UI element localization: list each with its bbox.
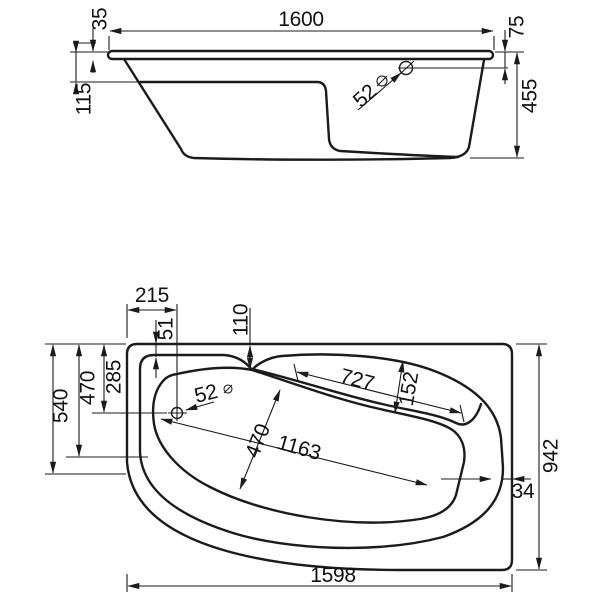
- dim-plan-drain-y: 285: [103, 360, 126, 394]
- dim-plan-shelf-length: 727: [338, 364, 377, 395]
- dim-plan-overall-length: 1598: [310, 564, 356, 587]
- dim-side-overflow-offset: 75: [506, 16, 529, 39]
- dim-plan-drain-x: 215: [135, 284, 169, 307]
- tub-rim-profile: [106, 49, 495, 61]
- dim-plan-bowl-width: 470: [241, 421, 275, 461]
- diameter-icon: [376, 75, 388, 87]
- side-elevation-view: 1600 35 115 75 455 52: [70, 8, 542, 161]
- leader-arrow: [185, 401, 215, 411]
- dim-plan-left-edge: 540: [50, 389, 73, 423]
- diameter-icon: [223, 384, 233, 394]
- dim-plan-bowl-length: 1163: [275, 431, 324, 465]
- dim-plan-left-470: 470: [77, 371, 100, 405]
- dim-line: [160, 418, 428, 486]
- dim-line: [393, 360, 405, 414]
- dim-plan-drain-diameter: 52: [192, 380, 220, 408]
- dim-plan-overall-width: 942: [540, 439, 563, 473]
- rim-contour: [138, 353, 505, 550]
- dim-line: [296, 371, 462, 414]
- outer-footprint: [125, 342, 514, 572]
- dim-side-height: 455: [519, 79, 542, 113]
- dim-plan-saddle: 110: [230, 304, 253, 337]
- dim-plan-rim-inset: 51: [155, 318, 178, 341]
- leader-line: [399, 60, 415, 75]
- ext-line: [459, 404, 465, 423]
- dim-plan-edge-gap: 34: [512, 480, 535, 503]
- tub-inner-step: [138, 80, 460, 159]
- dim-side-overflow-diameter: 52: [349, 80, 381, 112]
- dim-side-overall-length: 1600: [278, 8, 324, 31]
- dim-side-ledge-depth: 115: [73, 83, 96, 116]
- plan-view: 215 51 110 285 470 540 727 152: [45, 284, 563, 592]
- leader-arrow: [357, 72, 402, 111]
- tub-body-outline: [122, 57, 486, 161]
- dim-side-rim-thickness: 35: [89, 8, 112, 31]
